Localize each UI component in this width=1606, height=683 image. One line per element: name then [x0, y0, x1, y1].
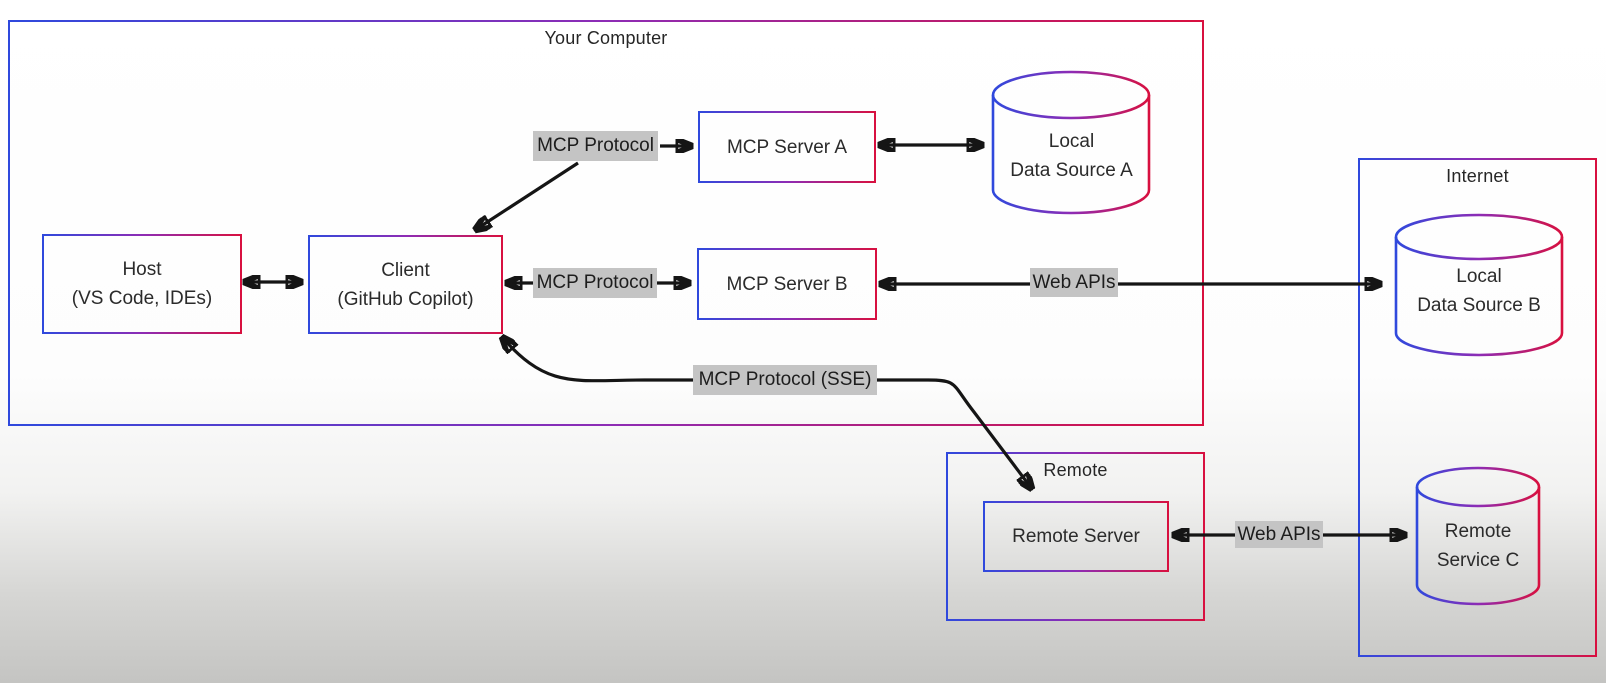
internet-label: Internet: [1446, 166, 1509, 186]
local-data-source-b-text: Local Data Source B: [1417, 266, 1541, 316]
mcp-server-b-box: MCP Server B: [697, 248, 877, 320]
mcp-protocol-label-b: MCP Protocol: [533, 268, 657, 298]
client-box: Client (GitHub Copilot): [308, 235, 503, 334]
client-title: Client: [381, 259, 430, 281]
remote-service-c-cylinder: [1415, 466, 1541, 606]
local-data-source-a-cylinder: [991, 70, 1151, 215]
web-apis-label-c: Web APIs: [1235, 521, 1323, 548]
arrow-mcp-protocol-to-client: [475, 161, 579, 230]
web-apis-label-b: Web APIs: [1030, 268, 1118, 297]
mcp-server-a-box: MCP Server A: [698, 111, 876, 183]
local-data-source-a-text: Local Data Source A: [1010, 131, 1133, 181]
remote-service-c-text: Remote Service C: [1436, 521, 1520, 571]
mcp-server-b-label: MCP Server B: [726, 273, 848, 295]
mcp-protocol-sse-label: MCP Protocol (SSE): [693, 365, 877, 395]
client-subtitle: (GitHub Copilot): [337, 288, 474, 310]
host-subtitle: (VS Code, IDEs): [71, 288, 213, 309]
remote-server-box: Remote Server: [983, 501, 1169, 572]
remote-server-label: Remote Server: [1012, 526, 1140, 547]
host-title: Host: [122, 259, 162, 280]
host-box: Host (VS Code, IDEs): [42, 234, 242, 334]
your-computer-label: Your Computer: [544, 28, 668, 48]
mcp-server-a-label: MCP Server A: [726, 136, 848, 158]
arrow-mcp-sse: [502, 337, 1032, 489]
mcp-protocol-label-a: MCP Protocol: [533, 131, 658, 161]
local-data-source-b-cylinder: [1394, 213, 1564, 357]
remote-label: Remote: [1043, 460, 1108, 480]
